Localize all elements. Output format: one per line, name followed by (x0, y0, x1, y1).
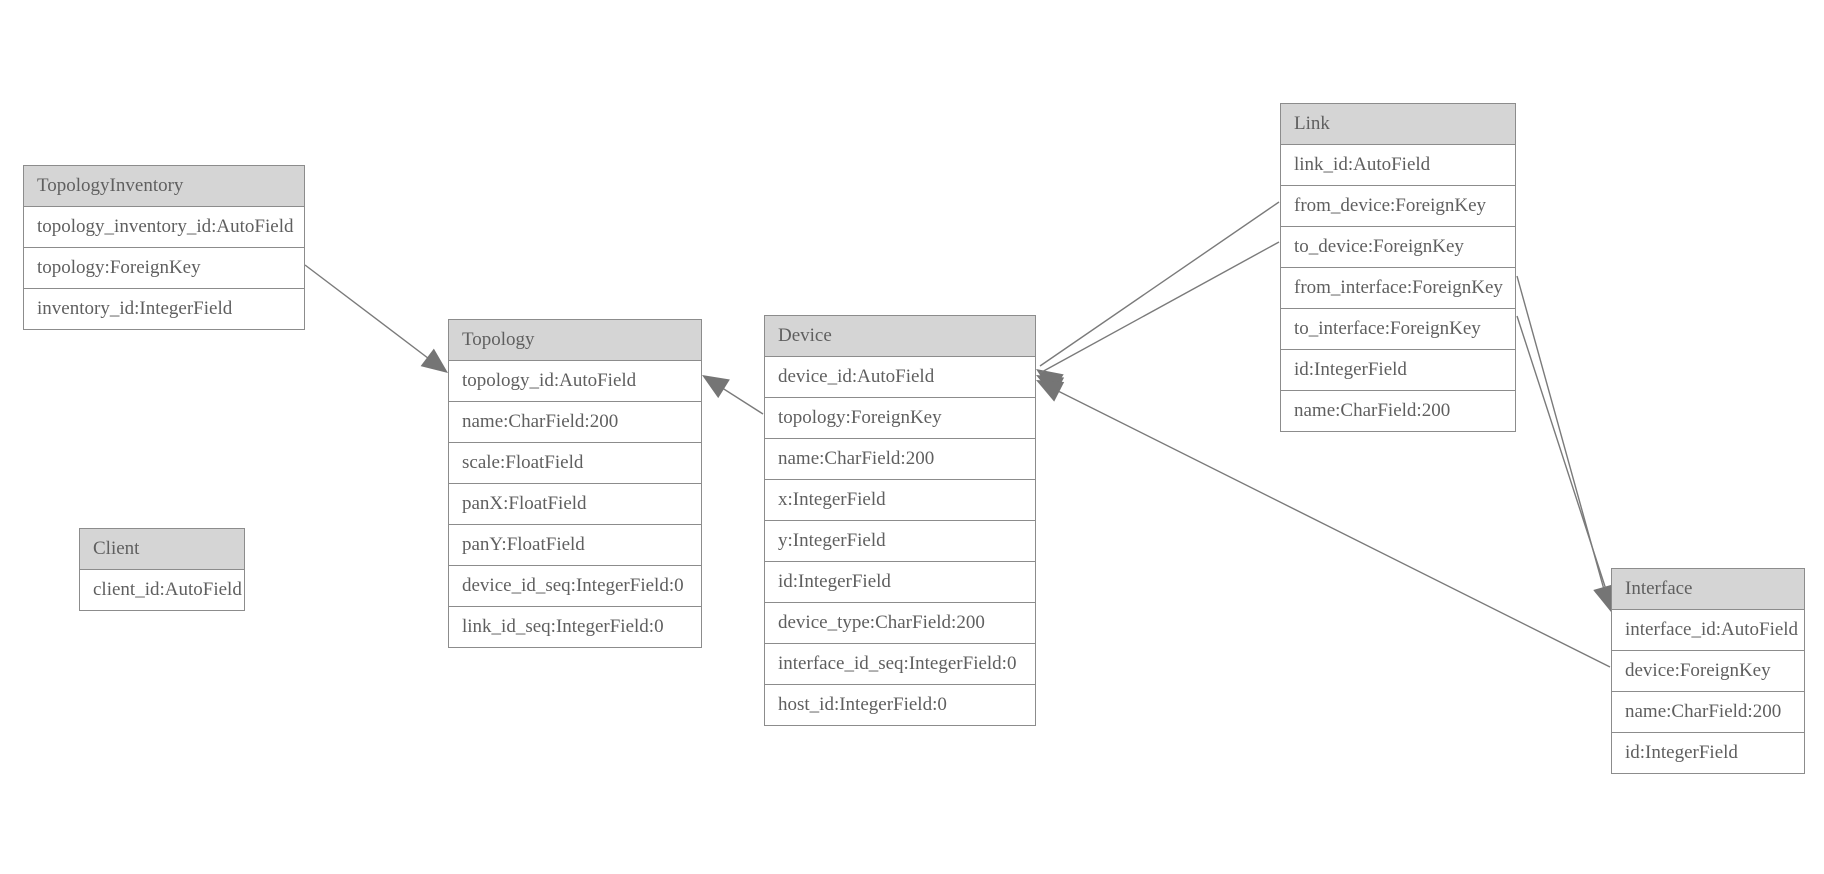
entity-field-row[interactable]: panY:FloatField (449, 525, 701, 566)
entity-field-row[interactable]: x:IntegerField (765, 480, 1035, 521)
entity-field-row[interactable]: device_id_seq:IntegerField:0 (449, 566, 701, 607)
entity-field-row[interactable]: interface_id_seq:IntegerField:0 (765, 644, 1035, 685)
entity-title-client: Client (80, 529, 244, 570)
entity-field-row[interactable]: name:CharField:200 (1281, 391, 1515, 431)
entity-field-row[interactable]: client_id:AutoField (80, 570, 244, 610)
entity-field-row[interactable]: to_device:ForeignKey (1281, 227, 1515, 268)
entity-field-row[interactable]: topology:ForeignKey (765, 398, 1035, 439)
relationship-line (704, 376, 764, 415)
entity-field-row[interactable]: host_id:IntegerField:0 (765, 685, 1035, 725)
entity-field-row[interactable]: id:IntegerField (765, 562, 1035, 603)
entity-field-row[interactable]: inventory_id:IntegerField (24, 289, 304, 329)
entity-field-row[interactable]: device:ForeignKey (1612, 651, 1804, 692)
relationship-line (1516, 315, 1613, 609)
entity-field-row[interactable]: topology_id:AutoField (449, 361, 701, 402)
entity-field-row[interactable]: link_id_seq:IntegerField:0 (449, 607, 701, 647)
entity-field-row[interactable]: id:IntegerField (1612, 733, 1804, 773)
rel-link-frominterface-interface: Link.from_interface -> Interface.interfa… (1516, 275, 1615, 612)
entity-field-row[interactable]: name:CharField:200 (1612, 692, 1804, 733)
rel-topologyinventory-topology: TopologyInventory.topology -> Topology.t… (304, 264, 448, 373)
entity-title-topology_inventory: TopologyInventory (24, 166, 304, 207)
entity-field-row[interactable]: from_interface:ForeignKey (1281, 268, 1515, 309)
entity-field-row[interactable]: device_id:AutoField (765, 357, 1035, 398)
relationship-line (304, 264, 446, 372)
rel-link-fromdevice-device: Link.from_device -> Device.device_id (1036, 201, 1280, 393)
entity-title-device: Device (765, 316, 1035, 357)
relationship-line (1039, 201, 1280, 367)
rel-link-tointerface-interface: Link.to_interface -> Interface.interface… (1516, 315, 1616, 613)
entity-field-row[interactable]: interface_id:AutoField (1612, 610, 1804, 651)
entity-field-row[interactable]: y:IntegerField (765, 521, 1035, 562)
entity-field-row[interactable]: topology_inventory_id:AutoField (24, 207, 304, 248)
rel-link-todevice-device: Link.to_device -> Device.device_id (1036, 241, 1280, 397)
entity-field-row[interactable]: device_type:CharField:200 (765, 603, 1035, 644)
entity-field-row[interactable]: id:IntegerField (1281, 350, 1515, 391)
entity-field-row[interactable]: panX:FloatField (449, 484, 701, 525)
entity-field-row[interactable]: to_interface:ForeignKey (1281, 309, 1515, 350)
entity-title-link: Link (1281, 104, 1515, 145)
entity-title-interface: Interface (1612, 569, 1804, 610)
relationship-line (1039, 241, 1280, 374)
entity-field-row[interactable]: name:CharField:200 (449, 402, 701, 443)
entity-field-row[interactable]: scale:FloatField (449, 443, 701, 484)
rel-device-topology: Device.topology -> Topology.topology_id (702, 375, 764, 415)
entity-title-topology: Topology (449, 320, 701, 361)
entity-field-row[interactable]: name:CharField:200 (765, 439, 1035, 480)
relationship-line (1516, 275, 1609, 605)
entity-field-row[interactable]: from_device:ForeignKey (1281, 186, 1515, 227)
entity-field-row[interactable]: link_id:AutoField (1281, 145, 1515, 186)
entity-field-row[interactable]: topology:ForeignKey (24, 248, 304, 289)
